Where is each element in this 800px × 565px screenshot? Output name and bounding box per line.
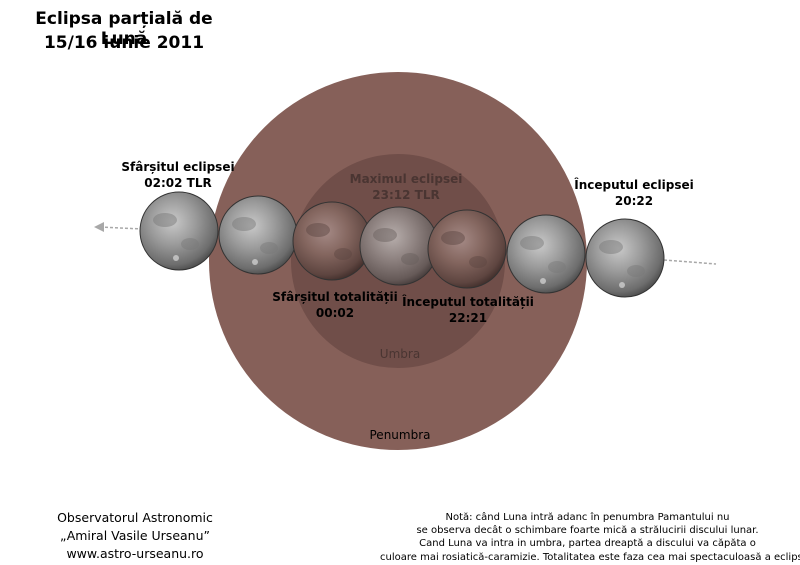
start-eclipse-name: Începutul eclipsei — [574, 178, 694, 192]
observatory-name: Observatorul Astronomic — [57, 510, 213, 525]
label-max-eclipse: Maximul eclipsei 23:12 TLR — [336, 171, 476, 203]
end-totality-name: Sfârșitul totalității — [272, 290, 398, 304]
moon-maximum — [359, 206, 439, 286]
umbra-label: Umbra — [379, 347, 421, 361]
observatory-website: www.astro-urseanu.ro — [66, 546, 204, 561]
end-eclipse-name: Sfârșitul eclipsei — [121, 160, 235, 174]
moon-start-totality — [427, 209, 507, 289]
start-totality-time: 22:21 — [448, 311, 488, 325]
label-start-eclipse: Începutul eclipsei 20:22 — [564, 177, 704, 209]
moon-penumbral-2 — [218, 195, 298, 275]
note-line-1: Notă: când Luna intră adanc în penumbra … — [445, 512, 730, 523]
end-totality-time: 00:02 — [315, 306, 355, 320]
note-line-4: culoare mai rosiatică-caramizie. Totalit… — [380, 551, 800, 563]
label-end-totality: Sfârșitul totalității 00:02 — [265, 289, 405, 321]
start-eclipse-time: 20:22 — [614, 194, 654, 208]
moon-path-right — [663, 259, 717, 265]
max-eclipse-time: 23:12 TLR — [372, 188, 440, 202]
moon-end-totality — [292, 201, 372, 281]
diagram-title: Eclipsa parțială de Lună — [35, 9, 213, 49]
max-eclipse-name: Maximul eclipsei — [349, 172, 463, 186]
penumbra-label: Penumbra — [369, 428, 431, 442]
moon-path-left — [99, 226, 143, 230]
observatory-credit: Observatorul Astronomic „Amiral Vasile U… — [40, 509, 230, 563]
moon-start-eclipse — [585, 218, 665, 298]
start-totality-name: Începutul totalității — [402, 295, 534, 309]
note-line-3: Cand Luna va intra in umbra, partea drea… — [419, 538, 756, 550]
moon-end-eclipse — [139, 191, 219, 271]
observatory-full-name: „Amiral Vasile Urseanu” — [60, 528, 210, 543]
label-end-eclipse: Sfârșitul eclipsei 02:02 TLR — [108, 159, 248, 191]
arrow-left-icon — [94, 222, 104, 232]
eclipse-note: Notă: când Luna intră adanc în penumbra … — [380, 511, 800, 564]
diagram-date: 15/16 iunie 2011 — [43, 33, 205, 53]
label-start-totality: Începutul totalității 22:21 — [398, 294, 538, 326]
note-line-2: se observa decât o schimbare foarte mică… — [416, 525, 759, 537]
end-eclipse-time: 02:02 TLR — [144, 176, 212, 190]
moon-penumbral-6 — [506, 214, 586, 294]
